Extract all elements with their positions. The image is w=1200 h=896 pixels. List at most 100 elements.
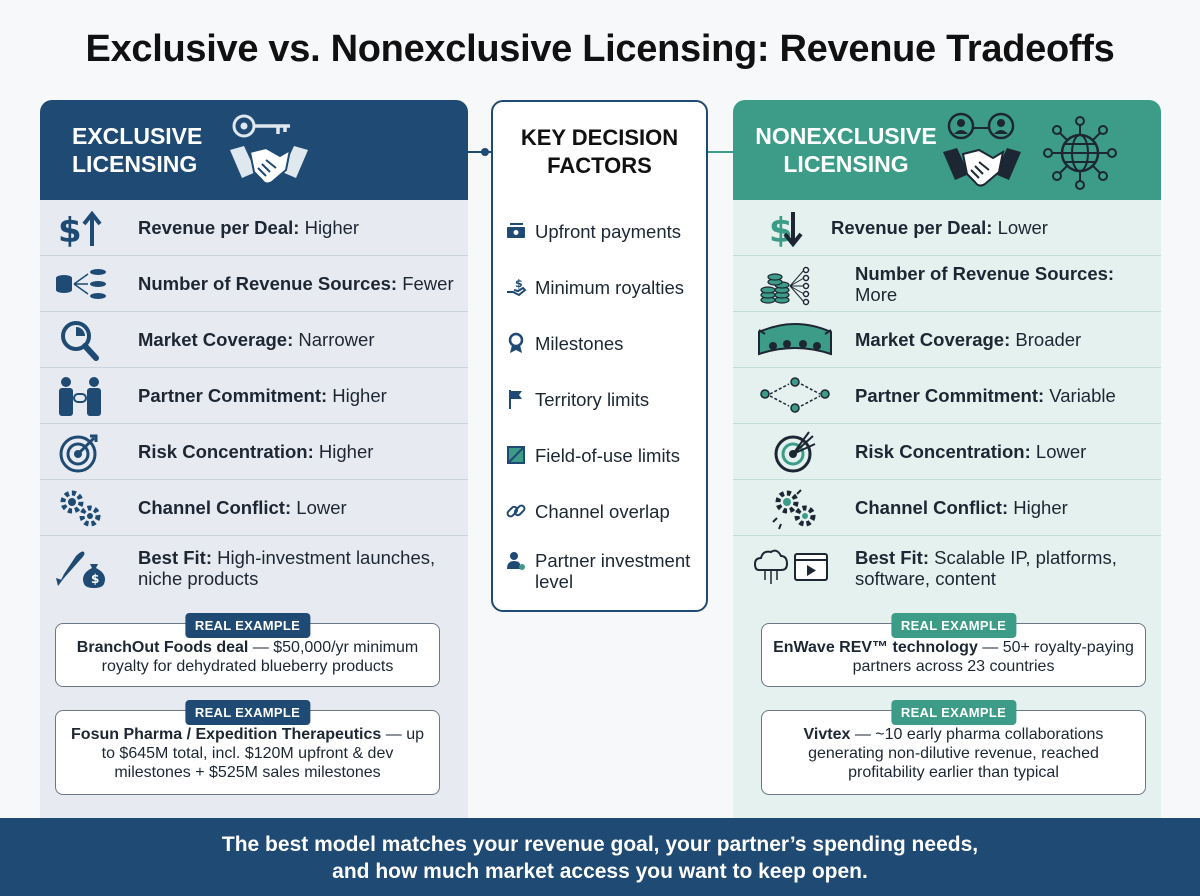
cloud-play-icon — [753, 549, 828, 584]
audience-arc-icon — [758, 322, 832, 355]
exclusive-row-revenue: $ Revenue per Deal: Higher — [40, 200, 468, 256]
person-gear-icon — [507, 552, 525, 570]
example-text: — ~10 early pharma collaborations genera… — [808, 726, 1104, 781]
exclusive-row-commitment: Partner Commitment: Higher — [40, 368, 468, 424]
factor-territory: Territory limits — [505, 388, 700, 410]
row-label: Market Coverage: — [138, 329, 294, 350]
row-value: Higher — [1013, 497, 1068, 518]
factor-partner-investment: Partner investment level — [505, 550, 700, 592]
svg-text:$: $ — [769, 211, 793, 250]
handshake-icon — [230, 146, 308, 185]
nonexclusive-panel: NONEXCLUSIVE LICENSING — [733, 100, 1161, 820]
cash-icon — [507, 223, 525, 238]
flag-icon — [509, 390, 522, 409]
key-icon — [232, 114, 290, 138]
factor-label: Milestones — [535, 332, 624, 354]
factor-label: Field-of-use limits — [535, 444, 680, 466]
row-label: Channel Conflict: — [855, 497, 1009, 518]
nonexclusive-rows: $ Revenue per Deal: Lower Number of Reve… — [733, 200, 1161, 600]
people-network-icon — [760, 376, 830, 413]
row-label: Market Coverage: — [855, 329, 1011, 350]
row-label: Best Fit: — [138, 547, 212, 568]
example-text: — up to $645M total, incl. $120M upfront… — [101, 726, 424, 781]
row-label: Risk Concentration: — [138, 441, 314, 462]
row-value: Higher — [318, 441, 374, 462]
example-bold: Vivtex — [803, 726, 851, 743]
exclusive-example-1: REAL EXAMPLE BranchOut Foods deal — $50,… — [55, 613, 440, 687]
factor-upfront: Upfront payments — [505, 220, 700, 242]
footer-banner: The best model matches your revenue goal… — [0, 818, 1200, 896]
example-bold: EnWave REV™ technology — [773, 639, 978, 656]
example-tag: REAL EXAMPLE — [184, 700, 311, 725]
coin-stacks-icon — [760, 266, 810, 305]
page-title: Exclusive vs. Nonexclusive Licensing: Re… — [85, 28, 1115, 70]
factor-label: Minimum royalties — [535, 276, 685, 298]
partners-link-icon — [59, 376, 101, 416]
nonexclusive-example-2: REAL EXAMPLE Vivtex — ~10 early pharma c… — [761, 700, 1146, 795]
exclusive-panel: EXCLUSIVE LICENSING $ Revenue per Deal: … — [40, 100, 468, 820]
award-ribbon-icon — [508, 332, 524, 353]
nonexclusive-title: NONEXCLUSIVE LICENSING — [755, 123, 937, 177]
exclusive-example-2: REAL EXAMPLE Fosun Pharma / Expedition T… — [55, 700, 440, 795]
factor-channel-overlap: Channel overlap — [505, 500, 700, 522]
nonexclusive-row-risk: Risk Concentration: Lower — [733, 424, 1161, 480]
row-value: More — [855, 283, 898, 305]
row-label: Number of Revenue Sources: — [855, 262, 1115, 284]
factor-label: Partner investment level — [535, 550, 691, 592]
exclusive-row-sources: Number of Revenue Sources: Fewer — [40, 256, 468, 312]
example-text: — $50,000/yr minimum royalty for dehydra… — [101, 639, 419, 675]
target-arrows-icon — [774, 430, 816, 472]
nonexclusive-row-sources: Number of Revenue Sources: More — [733, 256, 1161, 312]
row-value: Narrower — [298, 329, 375, 350]
factor-label: Upfront payments — [535, 220, 682, 242]
dollar-up-icon: $ — [58, 210, 102, 250]
row-value: Broader — [1015, 329, 1082, 350]
factor-milestones: Milestones — [505, 332, 700, 354]
row-label: Revenue per Deal: — [831, 217, 993, 238]
row-label: Number of Revenue Sources: — [138, 273, 398, 294]
exclusive-rows: $ Revenue per Deal: Higher Number of Rev… — [40, 200, 468, 600]
nonexclusive-row-bestfit: Best Fit: Scalable IP, platforms, softwa… — [733, 536, 1161, 600]
target-icon — [59, 434, 98, 472]
nonexclusive-row-conflict: Channel Conflict: Higher — [733, 480, 1161, 536]
coins-flow-icon — [56, 268, 106, 299]
example-text: — 50+ royalty-paying partners across 23 … — [852, 639, 1134, 675]
dollar-down-icon: $ — [769, 211, 803, 250]
connector-dot-left — [481, 148, 489, 156]
row-label: Channel Conflict: — [138, 497, 292, 518]
row-value: Variable — [1049, 385, 1116, 406]
exclusive-row-bestfit: $ Best Fit: High-investment launches, ni… — [40, 536, 468, 600]
row-value: Fewer — [402, 273, 454, 294]
exclusive-header: EXCLUSIVE LICENSING — [40, 100, 468, 200]
row-value: High-investment launches, niche products — [138, 547, 436, 589]
exclusive-row-conflict: Channel Conflict: Lower — [40, 480, 468, 536]
nonexclusive-example-1: REAL EXAMPLE EnWave REV™ technology — 50… — [761, 613, 1146, 687]
row-label: Partner Commitment: — [855, 385, 1045, 406]
exclusive-title: EXCLUSIVE LICENSING — [72, 123, 203, 177]
row-value: Lower — [296, 497, 347, 518]
factor-label: Territory limits — [535, 388, 650, 410]
handshake-icon — [943, 148, 1021, 187]
example-bold: BranchOut Foods deal — [76, 639, 249, 656]
rocket-moneybag-icon: $ — [56, 551, 105, 588]
globe-network-icon — [1043, 116, 1117, 190]
square-field-icon — [507, 446, 525, 464]
link-icon — [506, 504, 526, 518]
factor-field-of-use: Field-of-use limits — [505, 444, 700, 466]
row-value: Lower — [1035, 441, 1087, 462]
row-value: Lower — [997, 217, 1048, 238]
example-tag: REAL EXAMPLE — [890, 613, 1017, 638]
nonexclusive-row-coverage: Market Coverage: Broader — [733, 312, 1161, 368]
nonexclusive-row-commitment: Partner Commitment: Variable — [733, 368, 1161, 424]
factor-royalties: $ Minimum royalties — [505, 276, 700, 298]
exclusive-row-risk: Risk Concentration: Higher — [40, 424, 468, 480]
svg-text:$: $ — [58, 211, 82, 250]
row-label: Risk Concentration: — [855, 441, 1031, 462]
exclusive-row-coverage: Market Coverage: Narrower — [40, 312, 468, 368]
factor-label: Channel overlap — [535, 500, 670, 522]
example-tag: REAL EXAMPLE — [890, 700, 1017, 725]
row-label: Revenue per Deal: — [138, 217, 300, 238]
footer-text: The best model matches your revenue goal… — [221, 833, 979, 883]
row-label: Partner Commitment: — [138, 385, 328, 406]
example-tag: REAL EXAMPLE — [184, 613, 311, 638]
